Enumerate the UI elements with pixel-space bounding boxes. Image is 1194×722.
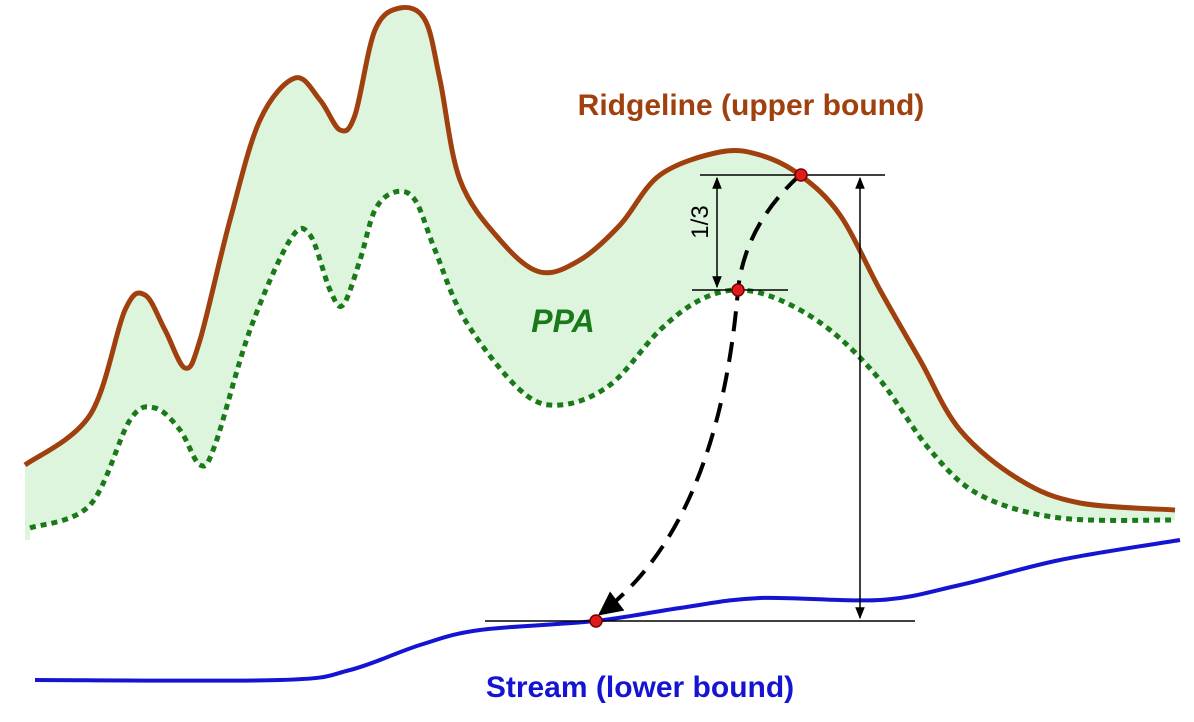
ppa-dotted-curve xyxy=(29,188,1176,531)
ridgeline-curve xyxy=(23,4,1176,513)
ppa-point xyxy=(731,283,745,297)
stream-label: Stream (lower bound) xyxy=(486,671,794,704)
fraction-label: 1/3 xyxy=(687,205,714,238)
ridgeline-label: Ridgeline (upper bound) xyxy=(578,89,925,122)
stream-point xyxy=(589,614,603,628)
below-ppa-mask xyxy=(30,191,1175,560)
dashed-projection-arrow xyxy=(598,173,802,616)
ppa-label: PPA xyxy=(531,303,594,339)
stream-curve xyxy=(34,538,1181,683)
ridge-point xyxy=(794,168,808,182)
